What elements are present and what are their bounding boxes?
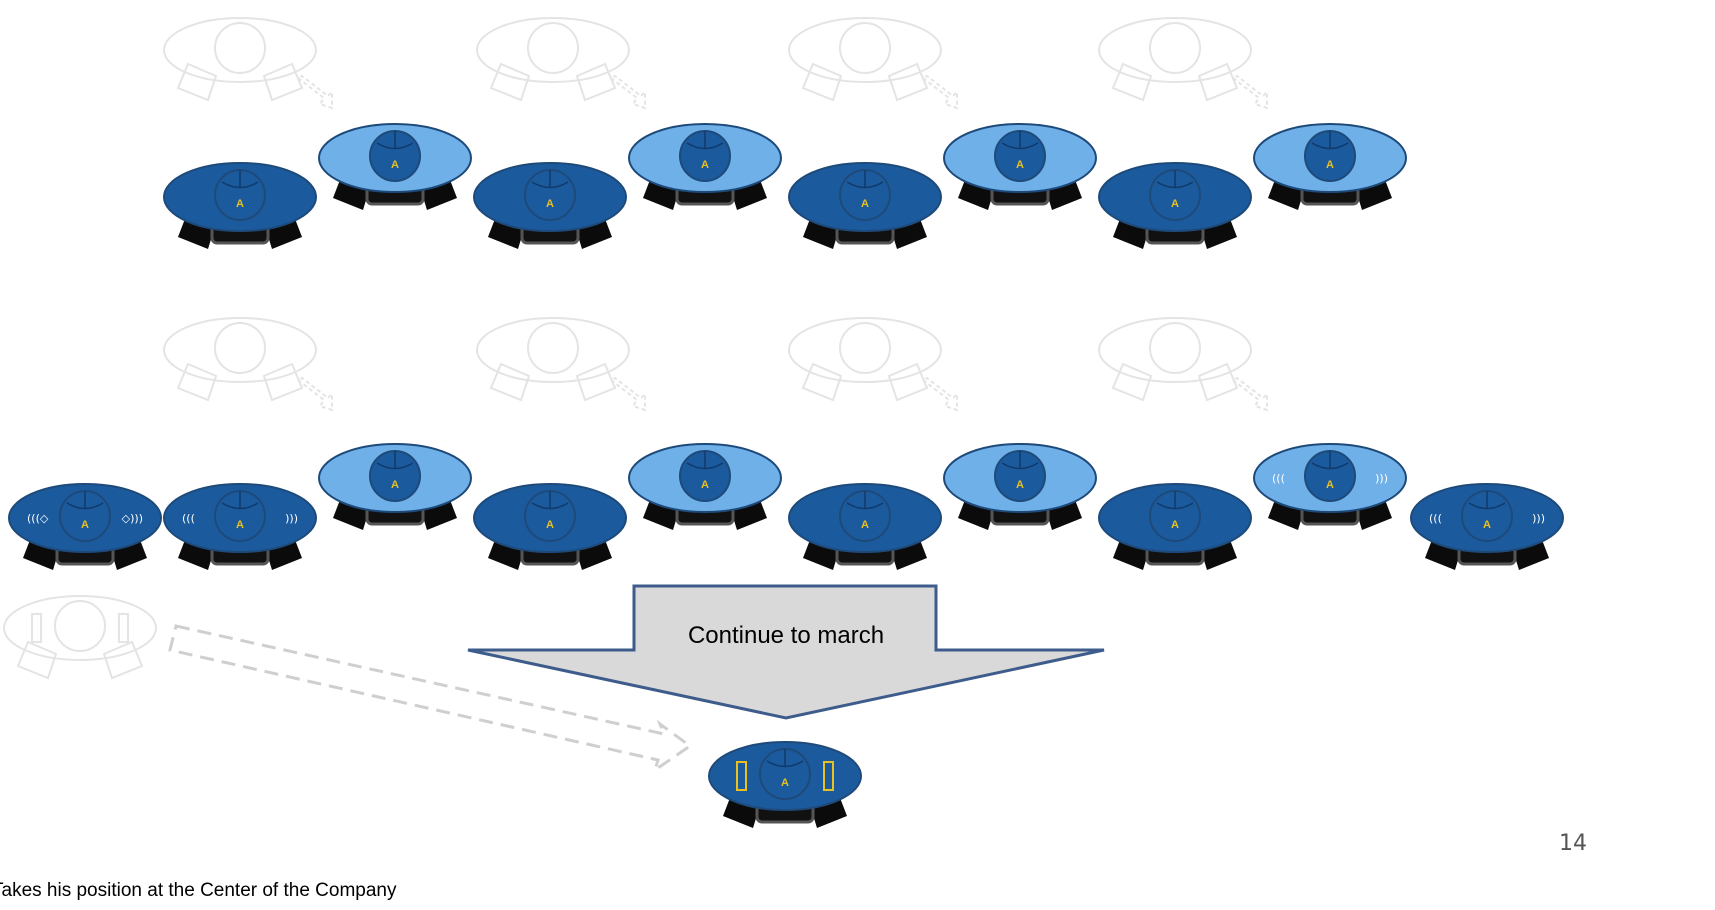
row-1-ghost-arrow-2	[609, 74, 646, 110]
row-1-ghost-soldier-1	[163, 17, 317, 102]
row-2-soldier-1: A (((◇ ◇)))	[8, 483, 162, 570]
row-2-soldier-8: A	[1098, 483, 1252, 570]
row-2-ghost-arrow-2	[609, 376, 646, 412]
soldier-letter: A	[236, 519, 244, 531]
right-rank-chevron-icon: ◇)))	[122, 512, 143, 525]
officer-move-dashed-arrow	[168, 624, 693, 774]
row-2-ghost-arrow-3	[921, 376, 958, 412]
page-number: 14	[1559, 831, 1587, 856]
helmet-lines	[221, 491, 259, 510]
row-2-ghost-arrow-4	[1231, 376, 1268, 412]
helmet-lines	[221, 170, 259, 189]
officer-soldier: A	[708, 741, 862, 828]
helmet-lines	[1468, 491, 1506, 510]
row-1-ghost-arrow-3	[921, 74, 958, 110]
row-2-ghost-soldier-2	[476, 317, 630, 402]
soldier-letter: A	[391, 159, 399, 171]
row-2-soldier-6: A	[788, 483, 942, 570]
row-2-soldier-7: A	[943, 443, 1097, 530]
left-rank-chevron-icon: (((	[1272, 472, 1285, 485]
soldier-letter: A	[1483, 519, 1491, 531]
soldier-letter: A	[81, 519, 89, 531]
row-1-soldier-1: A	[163, 162, 317, 249]
row-2-soldier-2: A ((()))	[163, 483, 317, 570]
row-2-soldier-3: A	[318, 443, 472, 530]
soldier-letter: A	[1326, 159, 1334, 171]
soldier-letter: A	[546, 198, 554, 210]
helmet-lines	[766, 749, 804, 768]
helmet-lines	[846, 491, 884, 510]
soldier-letter: A	[1171, 519, 1179, 531]
soldier-letter: A	[701, 479, 709, 491]
right-officer-bar-icon	[823, 761, 834, 791]
row-1-ghost-soldier-4	[1098, 17, 1252, 102]
helmet-lines	[376, 451, 414, 470]
row-1-soldier-3: A	[473, 162, 627, 249]
helmet-lines	[1001, 451, 1039, 470]
helmet-lines	[1001, 131, 1039, 150]
soldier-letter: A	[861, 519, 869, 531]
row-1-soldier-4: A	[628, 123, 782, 210]
row-1-ghost-arrow-4	[1231, 74, 1268, 110]
soldier-letter: A	[861, 198, 869, 210]
left-rank-chevron-icon: (((	[182, 512, 195, 525]
row-2-soldier-4: A	[473, 483, 627, 570]
soldier-letter: A	[391, 479, 399, 491]
helmet-lines	[686, 131, 724, 150]
right-rank-chevron-icon: )))	[1532, 512, 1545, 525]
helmet-lines	[376, 131, 414, 150]
arrow-label: Continue to march	[688, 622, 884, 649]
soldier-letter: A	[1016, 479, 1024, 491]
helmet-lines	[531, 491, 569, 510]
right-rank-chevron-icon: )))	[1375, 472, 1388, 485]
left-rank-chevron-icon: (((◇	[27, 512, 49, 525]
helmet-lines	[531, 170, 569, 189]
left-officer-bar-icon	[736, 761, 747, 791]
row-1-soldier-7: A	[1098, 162, 1252, 249]
row-1-ghost-soldier-2	[476, 17, 630, 102]
row-2-ghost-soldier-3	[788, 317, 942, 402]
officer-ghost-previous-position	[3, 595, 157, 680]
soldier-letter: A	[1326, 479, 1334, 491]
slide-caption: Takes his position at the Center of the …	[0, 880, 397, 901]
helmet-lines	[846, 170, 884, 189]
helmet-lines	[1156, 491, 1194, 510]
row-1-soldier-6: A	[943, 123, 1097, 210]
left-rank-chevron-icon: (((	[1429, 512, 1442, 525]
row-2-soldier-10: A ((()))	[1410, 483, 1564, 570]
soldier-letter: A	[1171, 198, 1179, 210]
soldier-letter: A	[546, 519, 554, 531]
row-2-soldier-9: A ((()))	[1253, 443, 1407, 530]
helmet-lines	[1311, 131, 1349, 150]
helmet-lines	[686, 451, 724, 470]
arrow-shape	[467, 584, 1105, 720]
soldier-letter: A	[236, 198, 244, 210]
row-2-soldier-5: A	[628, 443, 782, 530]
soldier-letter: A	[1016, 159, 1024, 171]
row-1-ghost-arrow-1	[296, 74, 333, 110]
right-rank-chevron-icon: )))	[285, 512, 298, 525]
soldier-letter: A	[781, 777, 789, 789]
row-1-soldier-8: A	[1253, 123, 1407, 210]
row-2-ghost-soldier-4	[1098, 317, 1252, 402]
helmet-lines	[1156, 170, 1194, 189]
soldier-letter: A	[701, 159, 709, 171]
row-2-ghost-arrow-1	[296, 376, 333, 412]
helmet-lines	[1311, 451, 1349, 470]
continue-march-arrow: Continue to march	[467, 584, 1105, 720]
helmet-lines	[66, 491, 104, 510]
row-1-soldier-2: A	[318, 123, 472, 210]
row-1-soldier-5: A	[788, 162, 942, 249]
row-1-ghost-soldier-3	[788, 17, 942, 102]
row-2-ghost-soldier-1	[163, 317, 317, 402]
